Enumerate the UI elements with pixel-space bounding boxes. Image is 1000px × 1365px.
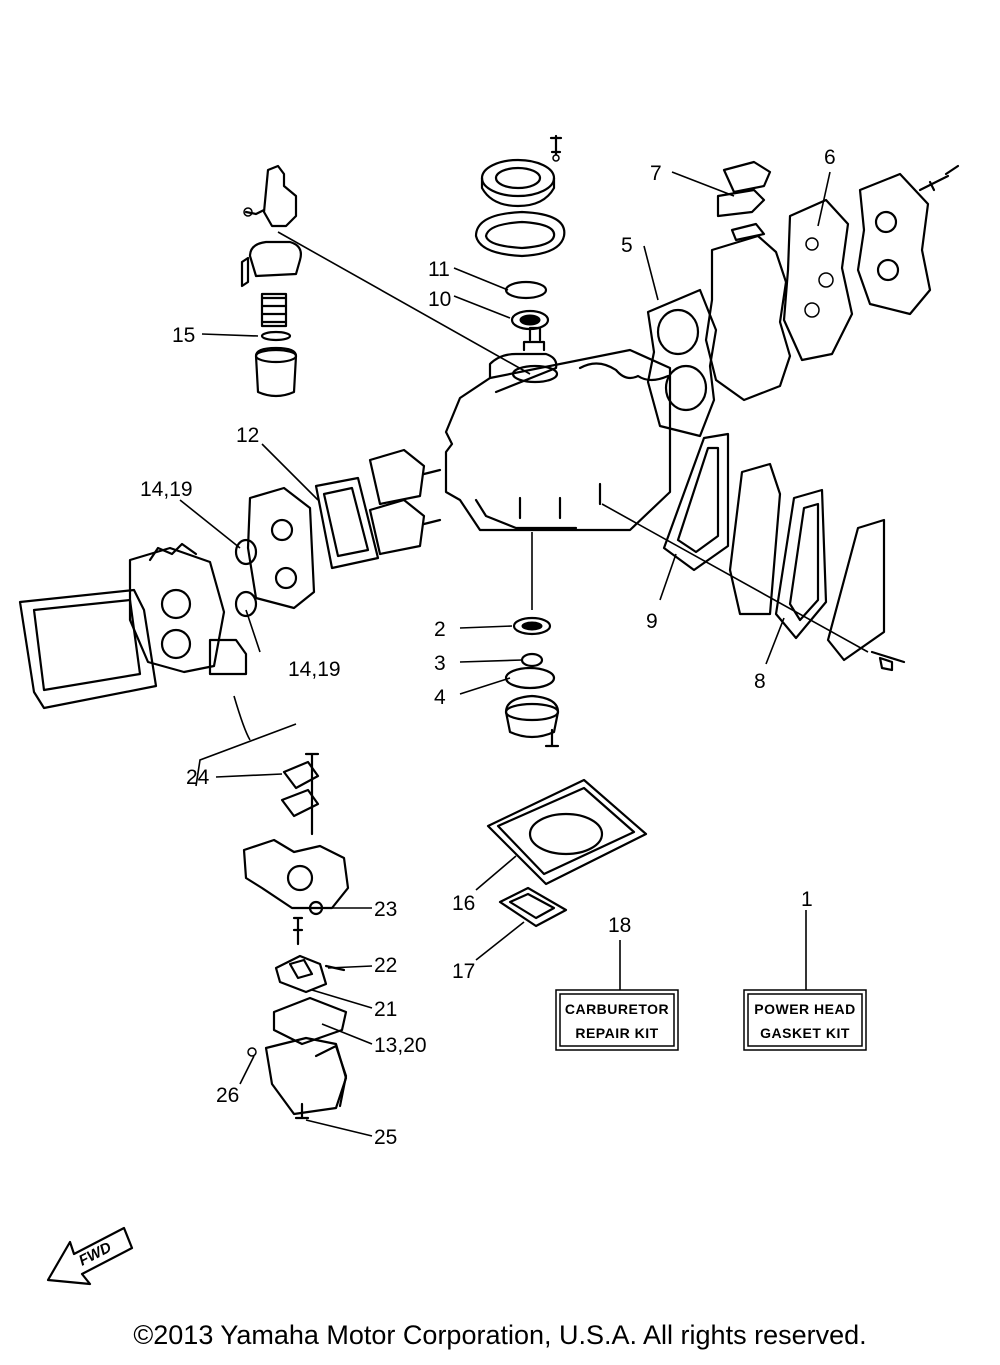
base-gaskets (486, 778, 648, 928)
callout-16: 16 (452, 892, 475, 915)
crankcase-block (444, 326, 672, 532)
callout-9: 9 (646, 610, 658, 633)
callout-24: 24 (186, 766, 210, 789)
callout-23: 23 (374, 898, 397, 921)
top-seal-housing (474, 134, 566, 331)
fuel-pump-assembly (240, 164, 302, 398)
power-head-kit-line-2: GASKET KIT (760, 1025, 850, 1041)
callout-4: 4 (434, 686, 446, 709)
carburetor-parts (242, 752, 350, 1120)
carburetor-kit-line-2: REPAIR KIT (575, 1025, 658, 1041)
callout-18: 18 (608, 914, 631, 937)
callout-11: 11 (428, 258, 450, 281)
callout-2: 2 (434, 618, 446, 641)
lower-seal-housing (504, 616, 560, 748)
callout-10: 10 (428, 288, 451, 311)
callout-25: 25 (374, 1126, 397, 1149)
intake-reed-valve-parts (18, 448, 442, 710)
callout-14-19-top: 14,19 (140, 478, 193, 501)
power-head-gasket-kit-box: POWER HEAD GASKET KIT (743, 989, 867, 1051)
callout-1: 1 (801, 888, 813, 911)
carburetor-kit-line-1: CARBURETOR (565, 1001, 669, 1017)
callout-12: 12 (236, 424, 259, 447)
cylinder-head-parts (646, 160, 960, 438)
power-head-kit-line-1: POWER HEAD (754, 1001, 855, 1017)
callout-5: 5 (621, 234, 633, 257)
callout-6: 6 (824, 146, 836, 169)
callout-7: 7 (650, 162, 662, 185)
fwd-arrow-icon: FWD (46, 1226, 134, 1286)
callout-labels: 1 2 3 4 5 6 7 8 9 10 11 12 13,20 14,19 1… (140, 146, 836, 1149)
callout-17: 17 (452, 960, 475, 983)
exhaust-cover-parts (662, 432, 906, 672)
carburetor-repair-kit-box: CARBURETOR REPAIR KIT (555, 989, 679, 1051)
callout-21: 21 (374, 998, 397, 1021)
leader-lines (179, 171, 869, 1137)
callout-22: 22 (374, 954, 397, 977)
callout-13-20: 13,20 (374, 1034, 427, 1057)
callout-3: 3 (434, 652, 446, 675)
callout-15: 15 (172, 324, 195, 347)
copyright-notice: ©2013 Yamaha Motor Corporation, U.S.A. A… (133, 1320, 867, 1350)
callout-8: 8 (754, 670, 766, 693)
callout-26: 26 (216, 1084, 239, 1107)
callout-14-19-bottom: 14,19 (288, 658, 341, 681)
